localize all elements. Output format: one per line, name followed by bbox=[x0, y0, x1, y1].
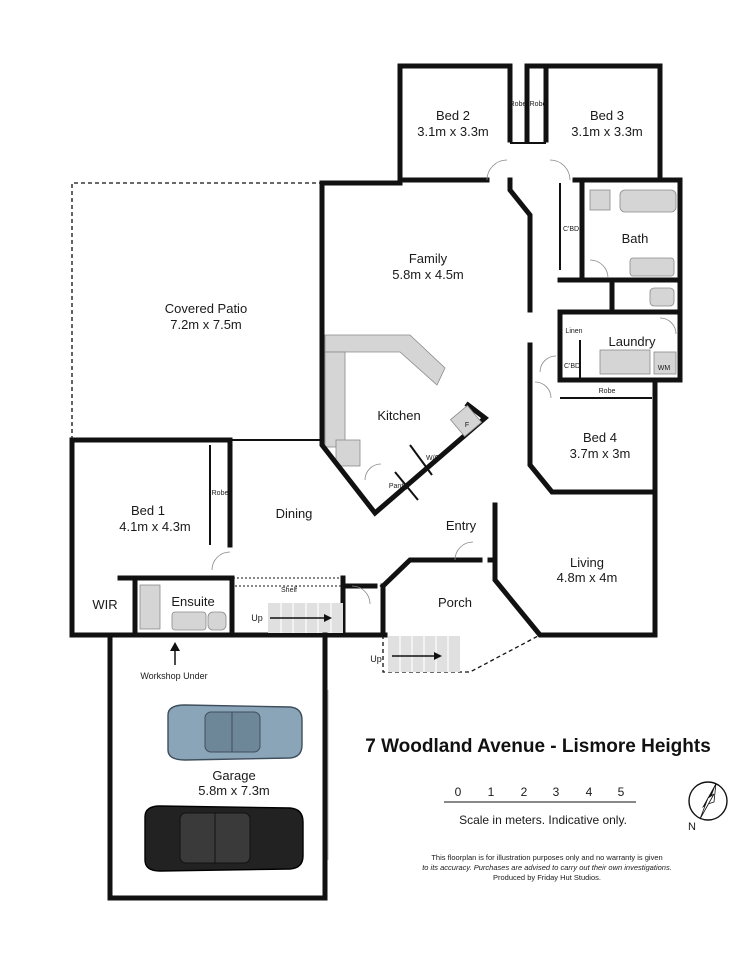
covered-patio bbox=[71, 182, 322, 440]
disclaimer-line-3: Produced by Friday Hut Studios. bbox=[493, 873, 601, 882]
garage-dim: 5.8m x 7.3m bbox=[198, 783, 270, 798]
laundry-name: Laundry bbox=[609, 334, 656, 349]
car-light-icon bbox=[167, 704, 303, 761]
garage-walls bbox=[107, 632, 329, 901]
stairs-and-porch bbox=[232, 489, 658, 673]
wo-label: W/O bbox=[426, 455, 441, 462]
kitchen-name: Kitchen bbox=[377, 408, 420, 423]
bed-4-name: Bed 4 bbox=[583, 430, 617, 445]
bed-1-walls bbox=[69, 437, 388, 638]
compass-icon: N bbox=[688, 781, 728, 833]
scale-tick-5: 5 bbox=[618, 785, 625, 799]
scale-bar: 0 1 2 3 4 5 Scale in meters. Indicative … bbox=[444, 785, 636, 827]
bed-2-dim: 3.1m x 3.3m bbox=[417, 124, 489, 139]
wm-label: WM bbox=[658, 365, 671, 372]
patio-dim: 7.2m x 7.5m bbox=[170, 317, 242, 332]
wir-name: WIR bbox=[92, 597, 117, 612]
workshop-label: Workshop Under bbox=[140, 671, 207, 681]
family-walls bbox=[319, 177, 533, 338]
bedroom-2-3-walls bbox=[397, 63, 683, 183]
pantry-label: Pantry bbox=[389, 483, 410, 490]
porch-name: Porch bbox=[438, 595, 472, 610]
bed-1-name: Bed 1 bbox=[131, 503, 165, 518]
disclaimer-line-2: to its accuracy. Purchases are advised t… bbox=[422, 863, 672, 872]
stair-upper bbox=[268, 603, 343, 633]
robe-label-bed4: Robe bbox=[599, 388, 616, 395]
bath-laundry-walls bbox=[539, 177, 683, 383]
dining-name: Dining bbox=[276, 506, 313, 521]
stair-lower bbox=[388, 636, 460, 672]
robe-label-bed3: Robe bbox=[530, 101, 547, 108]
car-dark-icon bbox=[144, 805, 304, 872]
up-label-upper: Up bbox=[251, 613, 263, 623]
compass-north-label: N bbox=[688, 821, 696, 833]
family-name: Family bbox=[409, 251, 448, 266]
scale-caption: Scale in meters. Indicative only. bbox=[459, 813, 627, 827]
family-dim: 5.8m x 4.5m bbox=[392, 267, 464, 282]
living-name: Living bbox=[570, 555, 604, 570]
disclaimer-line-1: This floorplan is for illustration purpo… bbox=[431, 853, 662, 862]
robe-label-bed1: Robe bbox=[212, 490, 229, 497]
fridge-label: F bbox=[465, 422, 469, 429]
bed-1-dim: 4.1m x 4.3m bbox=[119, 519, 191, 534]
up-label-lower: Up bbox=[370, 654, 382, 664]
workshop-arrow-icon bbox=[170, 642, 180, 665]
garage-name: Garage bbox=[212, 768, 255, 783]
cbd-label-laundry: C'BD bbox=[564, 363, 580, 370]
scale-tick-1: 1 bbox=[488, 785, 495, 799]
scale-tick-2: 2 bbox=[521, 785, 528, 799]
scale-tick-0: 0 bbox=[455, 785, 462, 799]
living-dim: 4.8m x 4m bbox=[557, 570, 618, 585]
patio-name: Covered Patio bbox=[165, 301, 247, 316]
bed-4-walls bbox=[527, 342, 658, 495]
linen-label: Linen bbox=[565, 328, 582, 335]
bed-3-dim: 3.1m x 3.3m bbox=[571, 124, 643, 139]
shelf-label: Shelf bbox=[281, 587, 297, 594]
bed-4-dim: 3.7m x 3m bbox=[570, 446, 631, 461]
property-title: 7 Woodland Avenue - Lismore Heights bbox=[365, 736, 711, 757]
bed-3-name: Bed 3 bbox=[590, 108, 624, 123]
ensuite-name: Ensuite bbox=[171, 594, 214, 609]
entry-name: Entry bbox=[446, 518, 477, 533]
scale-tick-3: 3 bbox=[553, 785, 560, 799]
bed-2-name: Bed 2 bbox=[436, 108, 470, 123]
scale-tick-4: 4 bbox=[586, 785, 593, 799]
robe-label-bed2: Robe bbox=[510, 101, 527, 108]
bath-name: Bath bbox=[622, 231, 649, 246]
cbd-label-bath: C'BD bbox=[563, 226, 579, 233]
kitchen bbox=[319, 332, 489, 517]
